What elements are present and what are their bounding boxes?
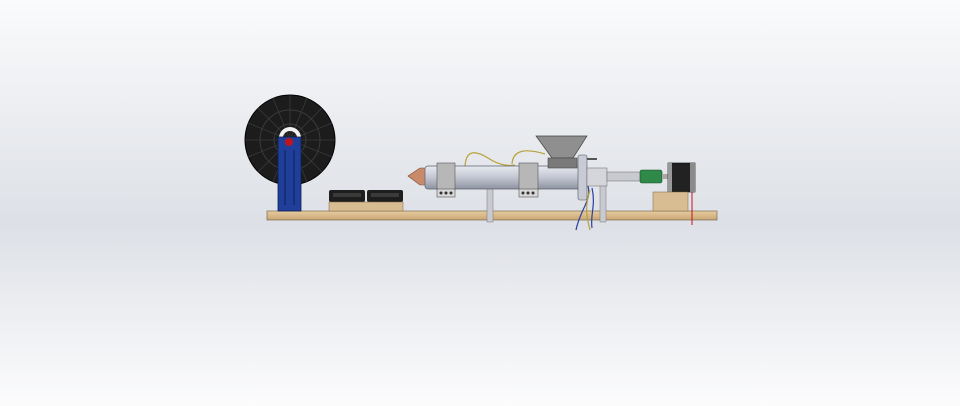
- hopper: [535, 135, 588, 169]
- bearing-housing: [586, 167, 608, 187]
- heater-wires: [464, 150, 595, 231]
- stepper-motor: [667, 162, 696, 225]
- barrel-flange: [577, 154, 588, 201]
- spool-stand: [277, 136, 302, 212]
- shaft-coupler: [639, 169, 663, 184]
- fan-block: [328, 201, 404, 212]
- spool-hub: [285, 138, 293, 146]
- drive-shaft: [606, 171, 643, 182]
- heater-band: [518, 162, 539, 198]
- heater-band: [436, 162, 456, 198]
- motor-block: [652, 191, 689, 212]
- cooling-fans: [328, 190, 404, 212]
